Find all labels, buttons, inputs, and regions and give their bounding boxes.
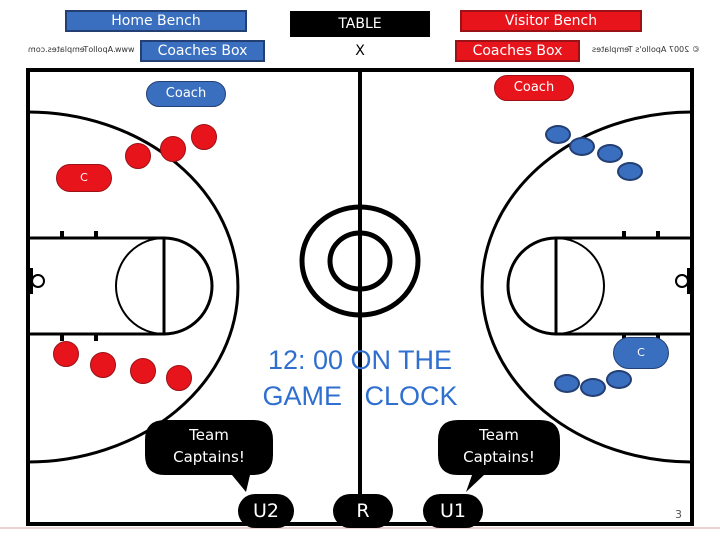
left-free-throw-circle: [163, 236, 214, 336]
visitor-bench-label: Visitor Bench: [460, 10, 642, 32]
visitor-player: [606, 370, 632, 389]
right-captains-line-2: Captains!: [463, 448, 535, 466]
home-coaches-box-label: Coaches Box: [140, 40, 265, 62]
left-captains-text: Team Captains!: [145, 424, 273, 468]
game-clock-line-1: 12: 00 ON THE: [267, 345, 453, 375]
left-three-point-line: [27, 110, 240, 464]
visitor-player: [580, 378, 606, 397]
right-basket: [675, 274, 689, 288]
game-clock-line-2: GAME CLOCK: [262, 381, 458, 411]
visitor-coaches-box-label: Coaches Box: [455, 40, 580, 62]
official-u1: U1: [423, 494, 483, 528]
official-u2: U2: [238, 494, 294, 528]
home-player: [191, 124, 217, 150]
visitor-player: [597, 144, 623, 163]
home-coach-pill: Coach: [146, 81, 226, 107]
home-bench-label: Home Bench: [65, 10, 247, 32]
visitor-player: [617, 162, 643, 181]
page-number: 3: [675, 508, 682, 521]
table-label: TABLE: [290, 11, 430, 37]
left-captains-line-2: Captains!: [173, 448, 245, 466]
right-free-throw-circle: [506, 236, 557, 336]
home-c-marker: C: [56, 164, 112, 192]
visitor-coach-pill: Coach: [494, 75, 574, 101]
right-captains-line-1: Team: [479, 426, 519, 444]
visitor-player: [554, 374, 580, 393]
left-captains-line-1: Team: [189, 426, 229, 444]
center-circle-outer: [299, 204, 421, 318]
left-captains-callout: [145, 420, 273, 492]
game-clock-note: 12: 00 ON THE GAME CLOCK: [240, 342, 480, 414]
right-captains-text: Team Captains!: [438, 424, 560, 468]
home-player: [90, 352, 116, 378]
left-basket: [31, 274, 45, 288]
visitor-player: [545, 125, 571, 144]
left-key: [26, 236, 166, 336]
center-circle-inner: [327, 230, 393, 292]
home-player: [130, 358, 156, 384]
table-x-mark: X: [355, 43, 365, 59]
home-player: [160, 136, 186, 162]
right-captains-callout: [438, 420, 560, 492]
visitor-player: [569, 137, 595, 156]
official-r: R: [333, 494, 393, 528]
home-player: [125, 143, 151, 169]
watermark-right: © 2007 Apollo's Templates: [592, 45, 700, 54]
home-player: [166, 365, 192, 391]
home-player: [53, 341, 79, 367]
right-key: [554, 236, 694, 336]
watermark-left: www.ApolloTemplates.com: [28, 45, 135, 54]
right-three-point-line: [480, 110, 693, 464]
visitor-c-marker: C: [613, 337, 669, 369]
